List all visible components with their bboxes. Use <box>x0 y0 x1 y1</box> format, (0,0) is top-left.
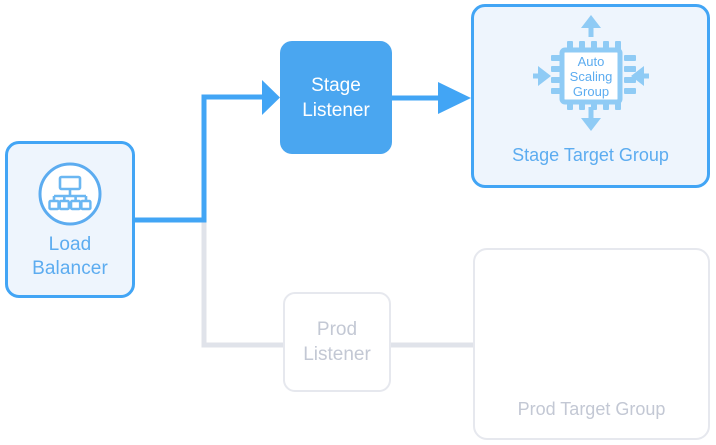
node-load-balancer[interactable]: Load Balancer <box>5 141 135 298</box>
stage-target-group-label: Stage Target Group <box>512 145 669 165</box>
connector-load-balancer-to-prod-listener <box>201 217 286 348</box>
asg-icon-label-line2: Scaling <box>569 69 612 84</box>
asg-icon-label-line3: Group <box>572 84 608 99</box>
load-balancer-label-line1: Load <box>48 233 92 255</box>
prod-target-group-label: Prod Target Group <box>517 399 666 419</box>
prod-listener-label-line2: Listener <box>303 344 371 365</box>
node-stage-target-group[interactable]: Auto Scaling Group <box>471 4 710 188</box>
node-prod-target-group[interactable]: Prod Target Group <box>473 248 710 440</box>
connector-load-balancer-to-stage-listener <box>132 94 267 223</box>
stage-listener-label: Stage Listener <box>302 73 370 123</box>
stage-listener-label-line2: Listener <box>302 99 370 121</box>
auto-scaling-group-chip-icon: Auto Scaling Group <box>525 13 657 138</box>
load-balancer-label: Load Balancer <box>32 233 108 281</box>
arrowhead-into-stage-target-group <box>438 82 471 114</box>
prod-listener-label: Prod Listener <box>303 317 371 367</box>
node-prod-listener[interactable]: Prod Listener <box>283 292 391 392</box>
stage-listener-label-line1: Stage <box>311 74 361 96</box>
arrowhead-into-stage-listener <box>262 80 280 115</box>
load-balancer-label-line2: Balancer <box>32 257 108 279</box>
asg-icon-label-line1: Auto <box>577 54 604 69</box>
prod-listener-label-line1: Prod <box>316 319 358 340</box>
node-stage-listener[interactable]: Stage Listener <box>280 41 392 154</box>
load-balancer-hierarchy-icon <box>37 161 103 227</box>
